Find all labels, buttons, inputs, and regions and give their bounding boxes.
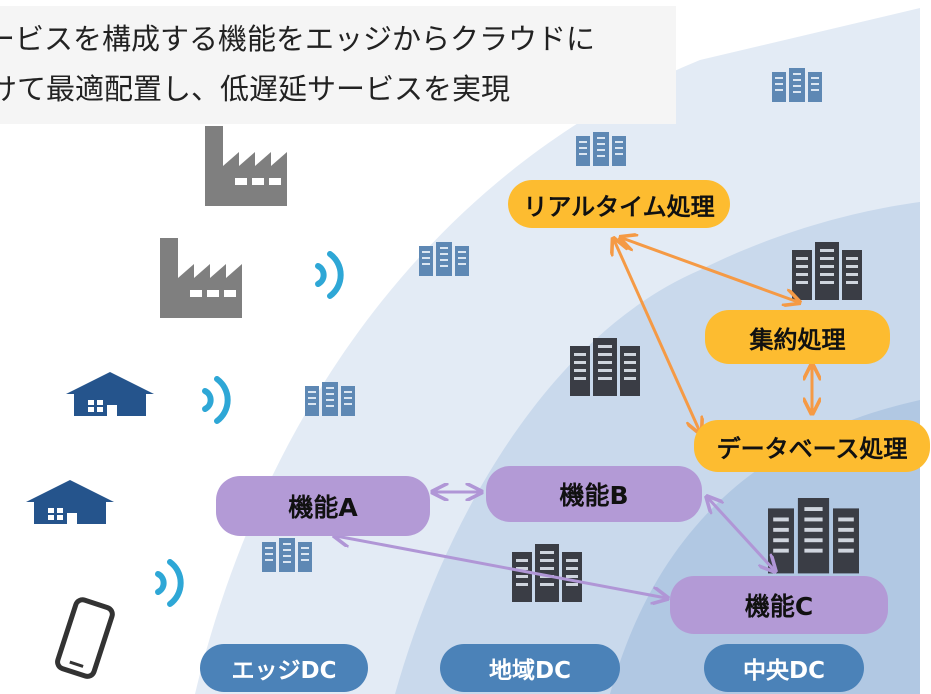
house-icon <box>26 480 114 524</box>
smartphone-icon <box>55 597 115 679</box>
dc-regional-label: 地域DC <box>440 644 620 692</box>
server-rack-icon <box>768 498 859 574</box>
wireless-signal-icon <box>318 254 341 296</box>
arrow-b-c <box>708 498 774 570</box>
caption-line-2: けて最適配置し、低遅延サービスを実現 <box>0 72 511 106</box>
server-rack-icon <box>262 538 312 572</box>
function-a: 機能A <box>216 476 430 536</box>
server-rack-icon <box>772 68 822 102</box>
process-database: データベース処理 <box>694 420 930 472</box>
function-b: 機能B <box>486 466 702 522</box>
server-rack-icon <box>419 242 469 276</box>
server-rack-icon <box>305 382 355 416</box>
dc-central-label: 中央DC <box>704 644 864 692</box>
process-aggregate: 集約処理 <box>705 310 890 364</box>
dc-edge-label: エッジDC <box>200 644 368 692</box>
factory-icon <box>205 126 287 206</box>
wireless-signal-icon <box>158 562 181 604</box>
process-realtime: リアルタイム処理 <box>508 180 730 228</box>
function-c: 機能C <box>670 576 888 634</box>
server-rack-icon <box>792 242 862 300</box>
house-icon <box>66 372 154 416</box>
server-rack-icon <box>570 338 640 396</box>
wireless-signal-icon <box>205 379 228 421</box>
arrow-realtime-database <box>614 240 700 432</box>
caption-box: ービスを構成する機能をエッジからクラウドに けて最適配置し、低遅延サービスを実現 <box>0 6 676 124</box>
server-rack-icon <box>576 132 626 166</box>
factory-icon <box>160 238 242 318</box>
caption-line-1: ービスを構成する機能をエッジからクラウドに <box>0 22 596 56</box>
arrow-a-c <box>336 536 666 598</box>
server-rack-icon <box>512 544 582 602</box>
